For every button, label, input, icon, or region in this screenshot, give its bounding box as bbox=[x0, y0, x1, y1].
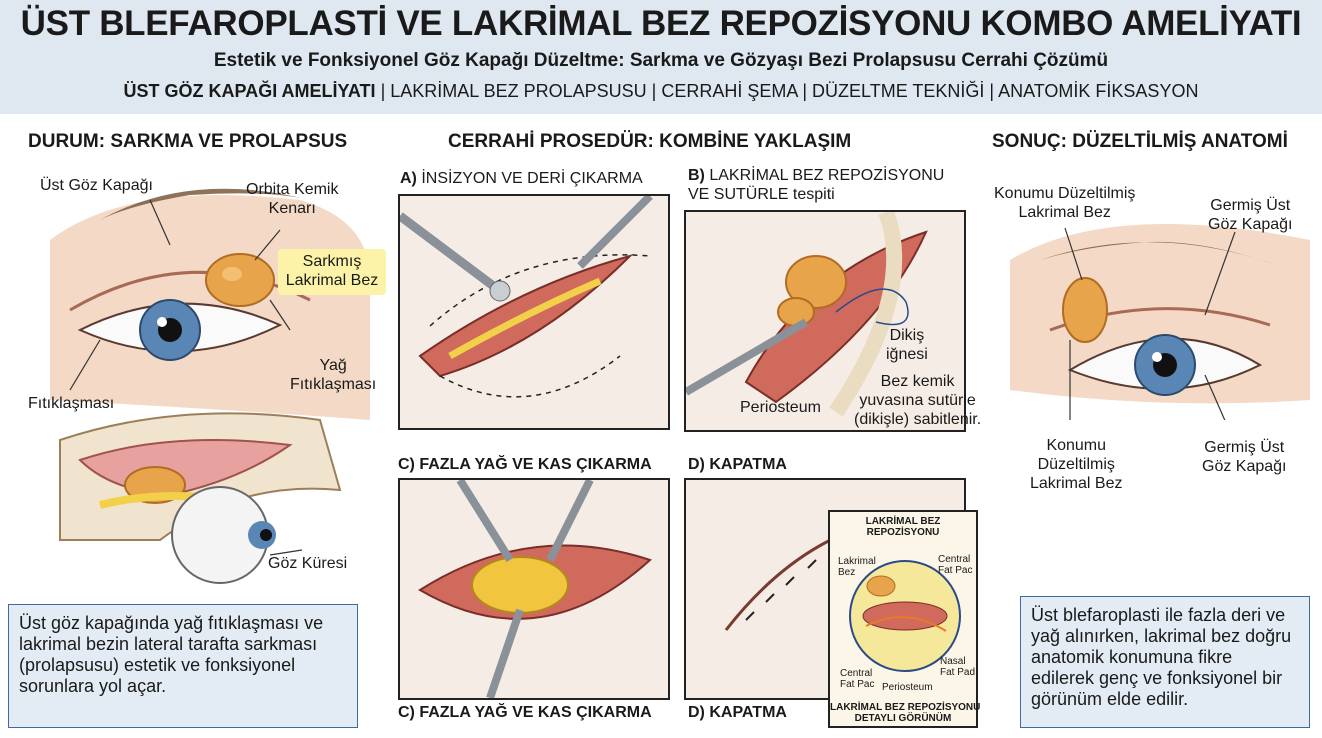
panel-b-text: LAKRİMAL BEZ REPOZİSYONU VE SUTÜRLE tesp… bbox=[688, 167, 945, 203]
inset-label-central-fat-top: Central Fat Pac bbox=[938, 554, 973, 576]
inset-label-gland: Lakrimal Bez bbox=[838, 556, 876, 578]
panel-d-bottom-title: D) KAPATMA bbox=[688, 704, 787, 722]
middle-section-title: CERRAHİ PROSEDÜR: KOMBİNE YAKLAŞIM bbox=[448, 131, 852, 152]
inset-label-central-fat-bottom: Central Fat Pac bbox=[840, 668, 875, 690]
label-gland-bottom: Konumu Düzeltilmiş Lakrimal Bez bbox=[1030, 437, 1123, 492]
label-upper-lid: Üst Göz Kapağı bbox=[40, 177, 153, 194]
label-lid-top: Germiş Üst Göz Kapağı bbox=[1208, 197, 1293, 233]
subtitle: Estetik ve Fonksiyonel Göz Kapağı Düzelt… bbox=[213, 50, 1109, 71]
panel-d-text: D) KAPATMA bbox=[688, 456, 787, 473]
left-section-title: DURUM: SARKMA VE PROLAPSUS bbox=[28, 131, 348, 152]
label-fat-herniation: Yağ Fıtıklaşması bbox=[290, 357, 377, 393]
label-prolapsed-gland: Sarkmış Lakrimal Bez bbox=[285, 253, 379, 289]
label-fixation: Bez kemik yuvasına sutürle (dikişle) sab… bbox=[854, 373, 982, 428]
topic-line-bold: ÜST GÖZ KAPAĞI AMELİYATI bbox=[123, 81, 376, 101]
topic-line-rest: | LAKRİMAL BEZ PROLAPSUSU | CERRAHİ ŞEMA… bbox=[375, 81, 1199, 101]
left-note: Üst göz kapağında yağ fıtıklaşması ve la… bbox=[8, 604, 358, 728]
panel-c-bottom-text: C) FAZLA YAĞ VE KAS ÇIKARMA bbox=[398, 704, 652, 721]
label-lid-bottom: Germiş Üst Göz Kapağı bbox=[1202, 439, 1287, 475]
header-banner: ÜST BLEFAROPLASTİ VE LAKRİMAL BEZ REPOZİ… bbox=[0, 0, 1322, 114]
panel-b-repositioning bbox=[684, 210, 966, 432]
inset-drawing bbox=[849, 560, 961, 672]
label-orbital-rim: Orbita Kemik Kenarı bbox=[246, 181, 339, 217]
label-gland-top: Konumu Düzeltilmiş Lakrimal Bez bbox=[994, 185, 1136, 221]
inset-detail: LAKRİMAL BEZ REPOZİSYONU Lakrimal Bez Ce… bbox=[828, 510, 981, 728]
label-highlight bbox=[278, 249, 386, 295]
panel-c-title: C) FAZLA YAĞ VE KAS ÇIKARMA bbox=[398, 456, 652, 474]
inset-label-nasal-fat: Nasal Fat Pad bbox=[940, 656, 976, 678]
panel-d-bottom-text: D) KAPATMA bbox=[688, 704, 787, 721]
panel-d-title: D) KAPATMA bbox=[688, 456, 787, 474]
inset-label-periosteum: Periosteum bbox=[882, 682, 933, 693]
inset-caption: LAKRİMAL BEZ REPOZİSYONU DETAYLI GÖRÜNÜM bbox=[830, 702, 981, 724]
right-section-title: SONUÇ: DÜZELTİLMİŞ ANATOMİ bbox=[992, 131, 1288, 152]
main-title: ÜST BLEFAROPLASTİ VE LAKRİMAL BEZ REPOZİ… bbox=[20, 4, 1302, 43]
label-periosteum-b: Periosteum bbox=[740, 399, 821, 416]
corrected-illustration bbox=[1010, 224, 1310, 420]
panel-a-title: A) İNSİZYON VE DERİ ÇIKARMA bbox=[400, 170, 643, 188]
inset-title: LAKRİMAL BEZ REPOZİSYONU bbox=[865, 516, 941, 538]
panel-c-fat-removal bbox=[398, 478, 670, 700]
topic-line: ÜST GÖZ KAPAĞI AMELİYATI | LAKRİMAL BEZ … bbox=[0, 81, 1322, 102]
panel-c-bottom-title: C) FAZLA YAĞ VE KAS ÇIKARMA bbox=[398, 704, 652, 722]
panel-b-title: B) LAKRİMAL BEZ REPOZİSYONU VE SUTÜRLE t… bbox=[688, 166, 944, 204]
label-eyeball: Göz Küresi bbox=[268, 555, 348, 572]
label-needle: Dikiş iğnesi bbox=[886, 327, 928, 363]
panel-b-letter: B) bbox=[688, 167, 705, 184]
panel-a-text: İNSİZYON VE DERİ ÇIKARMA bbox=[416, 170, 643, 187]
panel-a-letter: A) bbox=[400, 170, 417, 187]
label-herniation: Fıtıklaşması bbox=[28, 395, 115, 412]
right-note: Üst blefaroplasti ile fazla deri ve yağ … bbox=[1020, 596, 1310, 728]
panel-c-text: C) FAZLA YAĞ VE KAS ÇIKARMA bbox=[398, 456, 652, 473]
panel-a-incision bbox=[398, 194, 670, 430]
